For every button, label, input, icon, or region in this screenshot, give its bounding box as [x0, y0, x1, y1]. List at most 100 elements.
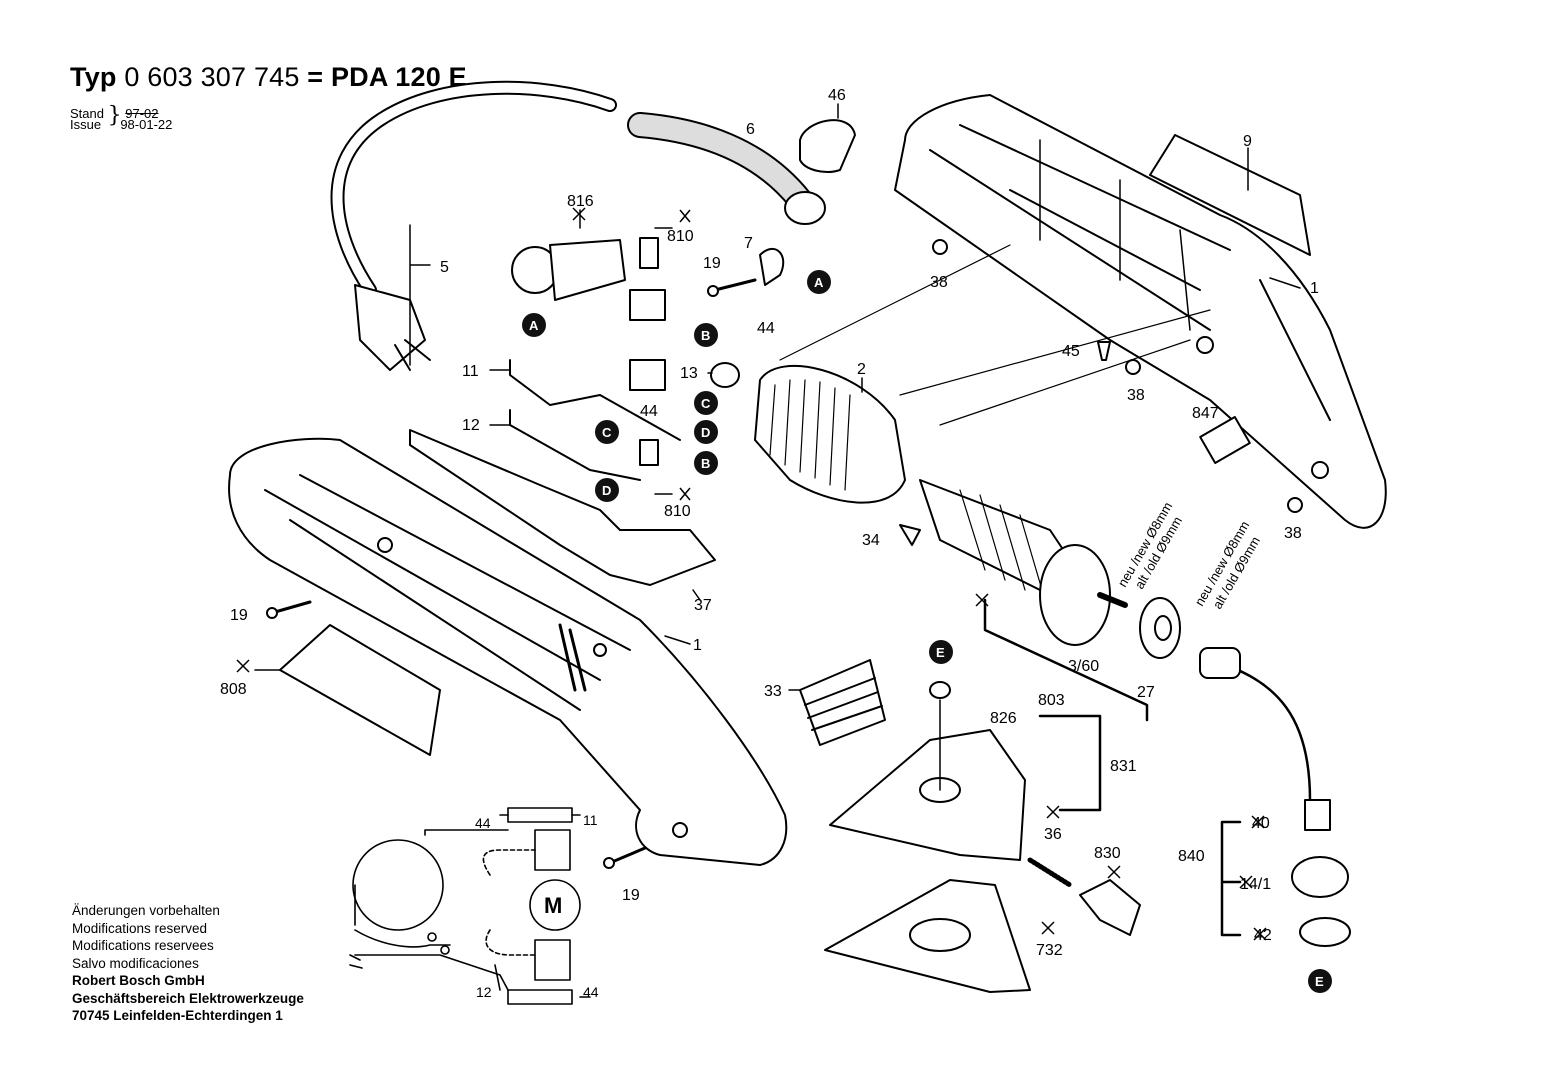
connector-marker-e: E	[929, 640, 953, 664]
company-address: 70745 Leinfelden-Echterdingen 1	[72, 1008, 283, 1023]
schematic-label-11: 11	[583, 812, 598, 828]
label-7: 7	[744, 235, 753, 252]
company-division: Geschäftsbereich Elektrowerkzeuge	[72, 990, 304, 1006]
svg-text:A: A	[529, 318, 539, 333]
cross-mark	[1046, 805, 1060, 819]
schematic-label-44-top: 44	[475, 815, 491, 831]
screw-38-b	[1125, 359, 1141, 375]
label-830: 830	[1094, 845, 1121, 862]
connector-marker-c: C	[694, 391, 718, 415]
field-coil-stator-2	[754, 365, 906, 504]
wire-harness-12	[509, 409, 641, 481]
label-831: 831	[1110, 758, 1137, 775]
stand-label: Stand	[70, 106, 104, 121]
wiring-schematic	[349, 807, 591, 1005]
screw-19-left	[273, 600, 312, 614]
bracket-831	[1038, 714, 1102, 812]
label-1-upper: 1	[1310, 280, 1319, 297]
issue-value: 98-01-22	[120, 117, 173, 132]
connector-marker-d: D	[595, 478, 619, 502]
sensor-cable	[1208, 658, 1312, 802]
connector-marker-e: E	[1308, 969, 1332, 993]
screw-38-a	[932, 239, 948, 255]
label-13: 13	[680, 365, 698, 382]
screw-19-upper	[713, 278, 757, 292]
label-816: 816	[567, 193, 594, 210]
housing-half-left	[228, 437, 788, 866]
label-44-a: 44	[757, 320, 775, 337]
label-5: 5	[440, 259, 449, 276]
svg-text:B: B	[701, 456, 710, 471]
label-38-a: 38	[930, 274, 948, 291]
label-14-1: 14/1	[1240, 876, 1271, 893]
svg-text:C: C	[701, 396, 711, 411]
connector-marker-b: B	[694, 451, 718, 475]
cross-mark	[236, 659, 250, 673]
label-44-b: 44	[640, 403, 658, 420]
label-6: 6	[746, 121, 755, 138]
label-36: 36	[1044, 826, 1062, 843]
bearing-bush-13	[710, 362, 740, 388]
label-45: 45	[1062, 343, 1080, 360]
label-38-b: 38	[1127, 387, 1145, 404]
part-number-a: 0 603 307	[124, 62, 247, 92]
schematic-label-12: 12	[476, 984, 492, 1000]
footer-line: Modifications reserved	[72, 920, 208, 936]
base-plate-831	[829, 729, 1026, 861]
label-37: 37	[694, 597, 712, 614]
label-plate-9	[1149, 134, 1311, 256]
housing-half-right	[894, 94, 1387, 529]
plug	[354, 284, 426, 371]
svg-text:D: D	[701, 425, 710, 440]
cross-mark	[1041, 921, 1055, 935]
cable-clip-46	[799, 119, 856, 173]
svg-text:A: A	[814, 275, 824, 290]
brush-holder-lower	[629, 359, 666, 391]
label-33: 33	[764, 683, 782, 700]
motor-symbol: M	[544, 893, 562, 918]
schematic-label-44-bottom: 44	[583, 984, 599, 1000]
cable-clamp-7	[759, 248, 785, 286]
label-2: 2	[857, 361, 866, 378]
part-34	[899, 524, 921, 546]
switch-slider-37	[409, 429, 716, 586]
label-808	[279, 624, 441, 756]
bracket-803	[983, 598, 1149, 722]
part-45	[1097, 341, 1111, 361]
svg-text:C: C	[602, 425, 612, 440]
brush-holder-upper	[629, 289, 666, 321]
connector-marker-b: B	[694, 323, 718, 347]
part-847	[1199, 416, 1251, 464]
cross-mark	[975, 593, 989, 607]
label-847: 847	[1192, 405, 1219, 422]
cross-mark	[679, 487, 691, 501]
stand-value: 97-02	[125, 106, 159, 121]
label-1-lower: 1	[693, 637, 702, 654]
label-840: 840	[1178, 848, 1205, 865]
cross-mark	[1107, 865, 1121, 879]
label-38-c: 38	[1284, 525, 1302, 542]
connector-marker-a: A	[522, 313, 546, 337]
label-808: 808	[220, 681, 247, 698]
lever-830	[1079, 879, 1141, 936]
cross-mark	[679, 209, 691, 223]
typ-label: Typ	[70, 62, 117, 92]
svg-text:E: E	[936, 645, 945, 660]
screw-19-bottom	[610, 846, 647, 864]
label-19-upper: 19	[703, 255, 721, 272]
label-11-upper: 11	[462, 363, 479, 380]
label-34: 34	[862, 532, 880, 549]
bracket-840	[1220, 820, 1242, 937]
label-46: 46	[828, 87, 846, 104]
footer-notes: Änderungen vorbehalten Modifications res…	[72, 902, 304, 1025]
footer-line: Salvo modificaciones	[72, 955, 199, 971]
ball-bearing-27	[1139, 597, 1181, 659]
label-19-left: 19	[230, 607, 248, 624]
sanding-plate-732	[824, 879, 1031, 993]
label-803: 803	[1038, 692, 1065, 709]
cross-mark	[572, 207, 586, 221]
label-3-60: 3/60	[1068, 658, 1099, 675]
connector-marker-c: C	[595, 420, 619, 444]
footer-line: Modifications reservees	[72, 938, 214, 953]
connector-marker-a: A	[807, 270, 831, 294]
